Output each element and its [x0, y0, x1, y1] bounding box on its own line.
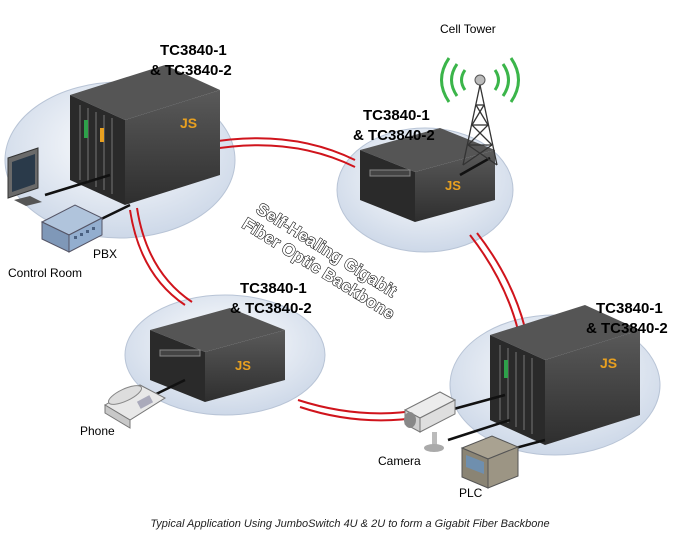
control-room-label: Control Room: [8, 266, 82, 280]
logo-top-right: JS: [445, 178, 461, 193]
logo-bottom-left: JS: [235, 358, 251, 373]
plc-icon: [460, 435, 520, 489]
switch-chassis-top-right: JS: [360, 128, 495, 222]
monitor-icon: [7, 147, 42, 206]
site-label-bottom-left-line2: & TC3840-2: [230, 300, 312, 317]
pbx-icon: [40, 204, 104, 253]
figure-caption: Typical Application Using JumboSwitch 4U…: [150, 518, 549, 530]
switch-chassis-top-left: JS: [70, 65, 220, 205]
cell-tower-icon: [440, 57, 520, 166]
phone-label: Phone: [80, 424, 115, 438]
camera-label: Camera: [378, 454, 421, 468]
plc-label: PLC: [459, 486, 483, 500]
site-label-bottom-left-line1: TC3840-1: [240, 280, 307, 297]
site-label-top-right-line2: & TC3840-2: [353, 127, 435, 144]
phone-icon: [104, 384, 167, 429]
site-label-bottom-right-line2: & TC3840-2: [586, 320, 668, 337]
switch-chassis-bottom-left: JS: [150, 308, 285, 402]
site-label-top-left-line1: TC3840-1: [160, 42, 227, 59]
pbx-label: PBX: [93, 247, 117, 261]
cell-tower-label: Cell Tower: [440, 22, 496, 36]
site-label-top-left-line2: & TC3840-2: [150, 62, 232, 79]
camera-icon: [403, 391, 457, 452]
site-label-top-right-line1: TC3840-1: [363, 107, 430, 124]
site-label-bottom-right-line1: TC3840-1: [596, 300, 663, 317]
switch-chassis-bottom-right: JS: [490, 305, 640, 445]
fiber-ring: [129, 137, 526, 422]
logo-bottom-right: JS: [600, 355, 617, 371]
logo-top-left: JS: [180, 115, 197, 131]
